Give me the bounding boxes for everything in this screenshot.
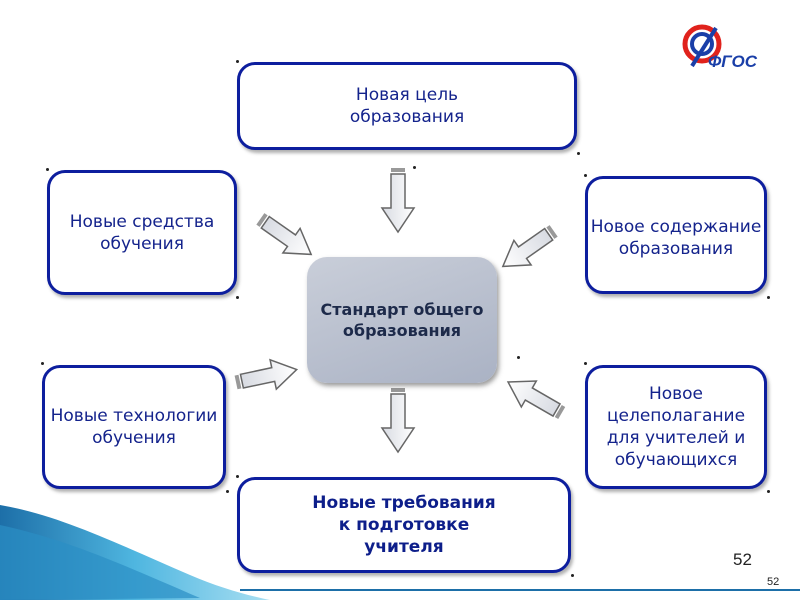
node-new-goal: Новая цель образования [237,62,577,150]
page-number-large: 52 [733,550,752,569]
corner-dot [767,296,770,299]
corner-dot [46,168,49,171]
node-new-requirements: Новые требования к подготовке учителя [237,477,571,573]
node-new-tools-label: Новые средства обучения [69,212,215,254]
fgos-logo [678,20,778,80]
node-new-goal-setting: Новое целеполагание для учителей и обуча… [585,365,767,489]
arrow-down-bottom [380,388,416,454]
corner-dot [236,296,239,299]
corner-dot [517,356,520,359]
corner-dot [584,174,587,177]
node-new-technologies: Новые технологии обучения [42,365,226,489]
arrow-left-top [256,213,313,256]
node-new-content-label: Новое содержание образования [590,217,762,259]
arrow-right-top [501,225,558,268]
node-new-goal-setting-label: Новое целеполагание для учителей и обуча… [606,384,746,470]
node-new-requirements-label: Новые требования к подготовке учителя [312,493,496,557]
corner-dot [236,60,239,63]
node-new-technologies-label: Новые технологии обучения [50,406,218,448]
node-new-goal-label: Новая цель образования [349,85,465,127]
corner-dot [236,475,239,478]
corner-dot [571,574,574,577]
node-new-content: Новое содержание образования [585,176,767,294]
corner-dot [413,166,416,169]
corner-dot [767,490,770,493]
corner-dot [226,490,229,493]
logo-text: ФГОС [708,52,757,71]
page-number-small: 52 [767,576,780,588]
corner-dot [584,362,587,365]
corner-dot [577,152,580,155]
node-new-tools: Новые средства обучения [47,170,237,295]
center-standard-label: Стандарт общего образования [320,300,484,340]
center-standard: Стандарт общего образования [307,257,497,383]
corner-dot [41,362,44,365]
arrow-right-bottom [506,380,566,420]
arrow-down-top [380,168,416,234]
arrow-left-bottom [234,358,299,391]
